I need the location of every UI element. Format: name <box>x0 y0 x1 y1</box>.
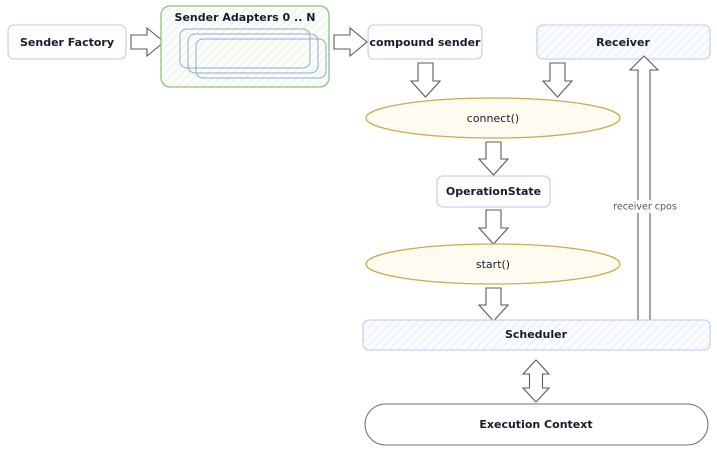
start-label: start() <box>476 258 510 271</box>
node-connect[interactable]: connect() <box>365 97 621 139</box>
node-sender-factory[interactable]: Sender Factory <box>7 24 127 60</box>
execution-context-label: Execution Context <box>479 418 592 431</box>
sender-factory-label: Sender Factory <box>20 36 114 49</box>
edge-receiver-to-connect-arrow <box>541 62 574 98</box>
scheduler-label: Scheduler <box>505 328 568 341</box>
node-compound-sender[interactable]: compound sender <box>367 24 483 60</box>
node-sender-adapters[interactable]: Sender Adapters 0 .. N <box>160 5 330 88</box>
receiver-cpos-label-text: receiver cpos <box>613 202 677 213</box>
edge-adapters-to-compound-arrow <box>333 26 368 58</box>
node-receiver[interactable]: Receiver <box>536 24 711 60</box>
compound-sender-label: compound sender <box>370 36 482 49</box>
node-start[interactable]: start() <box>365 243 621 285</box>
edge-scheduler-to-receiver-arrow <box>628 55 660 341</box>
edge-factory-to-adapters-arrow <box>130 26 165 58</box>
edge-scheduler-to-execution-context-arrow <box>521 359 551 403</box>
edge-receiver-cpos-label: receiver cpos <box>606 200 684 213</box>
connect-label: connect() <box>467 112 519 125</box>
operation-state-label: OperationState <box>446 185 541 198</box>
edge-operationstate-to-start-arrow <box>477 209 510 245</box>
edge-start-to-scheduler-arrow <box>477 287 510 322</box>
sender-adapters-label: Sender Adapters 0 .. N <box>175 11 316 24</box>
node-scheduler[interactable]: Scheduler <box>362 319 711 351</box>
node-execution-context[interactable]: Execution Context <box>364 403 709 446</box>
node-operation-state[interactable]: OperationState <box>436 175 551 208</box>
receiver-label: Receiver <box>596 36 650 49</box>
edge-connect-to-operationstate-arrow <box>477 141 510 176</box>
edge-compound-to-connect-arrow <box>409 62 442 98</box>
